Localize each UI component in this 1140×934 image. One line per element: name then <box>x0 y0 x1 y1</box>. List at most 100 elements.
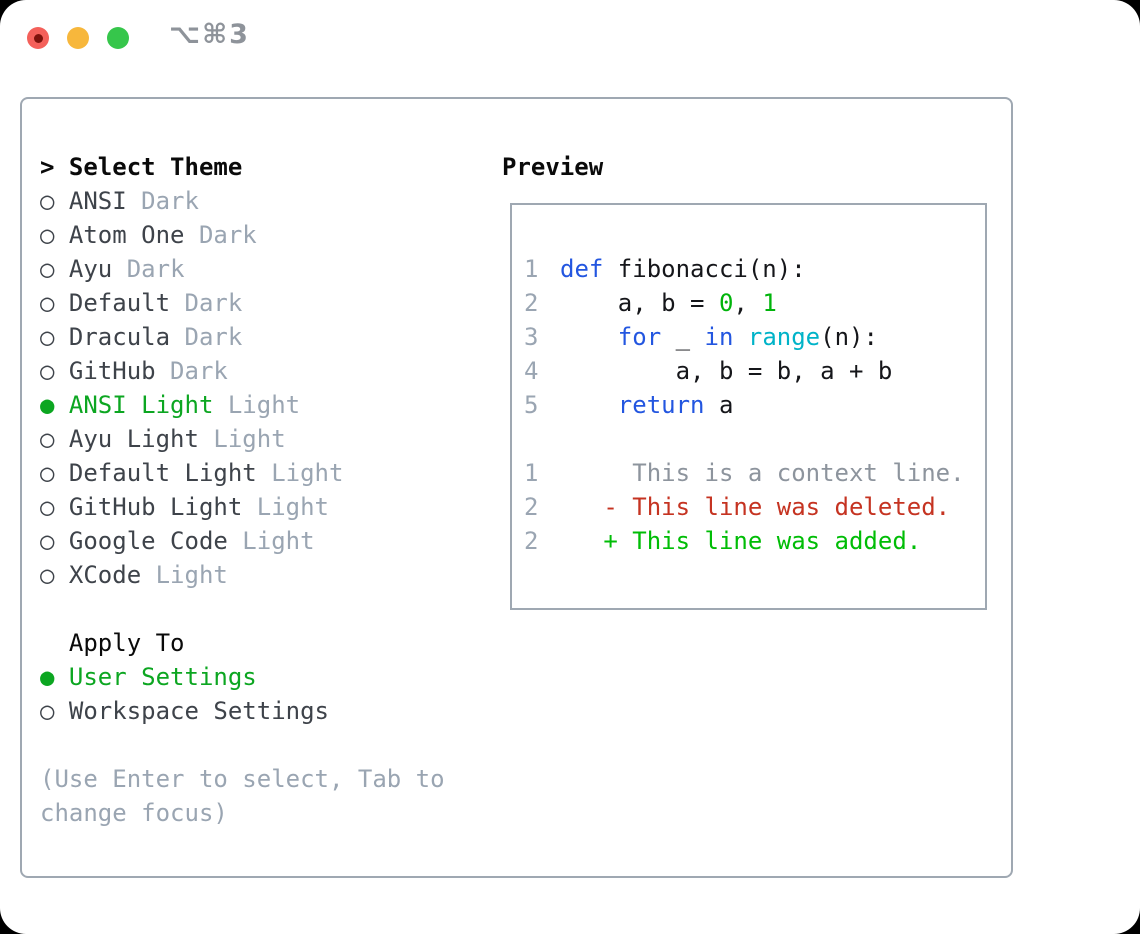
radio-unselected-icon: ○ <box>40 493 69 521</box>
close-button[interactable] <box>27 27 49 49</box>
theme-name: Default Light <box>68 459 257 487</box>
theme-name: XCode <box>68 561 142 589</box>
zoom-button[interactable] <box>107 27 129 49</box>
line-number: 2 <box>524 289 539 317</box>
theme-name: GitHub <box>68 357 156 385</box>
code-line: 5 return a <box>524 388 985 422</box>
keyboard-hint: (Use Enter to select, Tab to change focu… <box>40 765 445 827</box>
spacer <box>40 728 484 762</box>
record-dot-icon <box>33 33 43 43</box>
theme-variant: Dark <box>170 323 243 351</box>
line-number: 1 <box>524 459 539 487</box>
apply-to-indent <box>40 629 69 657</box>
radio-unselected-icon: ○ <box>40 221 69 249</box>
radio-selected-icon: ● <box>40 391 69 419</box>
theme-variant: Light <box>141 561 228 589</box>
code-segment-plain: a, b = <box>560 289 719 317</box>
theme-option-dracula-dark[interactable]: ○ Dracula Dark <box>40 320 484 354</box>
apply-option-user-settings[interactable]: ● User Settings <box>40 660 484 694</box>
radio-unselected-icon: ○ <box>40 187 69 215</box>
theme-variant: Dark <box>112 255 185 283</box>
theme-option-github-dark[interactable]: ○ GitHub Dark <box>40 354 484 388</box>
theme-name: ANSI Light <box>68 391 214 419</box>
selection-cursor-icon: > <box>40 153 69 181</box>
theme-selector-panel: > Select Theme ○ ANSI Dark○ Atom One Dar… <box>20 97 1013 878</box>
code-line: 1 This is a context line. <box>524 456 985 490</box>
theme-list-column: > Select Theme ○ ANSI Dark○ Atom One Dar… <box>40 150 484 830</box>
apply-to-label: Apply To <box>68 629 185 657</box>
code-segment-plain <box>560 323 618 351</box>
radio-selected-icon: ● <box>40 663 69 691</box>
theme-name: GitHub Light <box>68 493 243 521</box>
apply-to-header: Apply To <box>40 626 484 660</box>
theme-option-ansi-dark[interactable]: ○ ANSI Dark <box>40 184 484 218</box>
code-segment-plain: , <box>733 289 763 317</box>
code-segment-plain: _ <box>661 323 705 351</box>
radio-unselected-icon: ○ <box>40 425 69 453</box>
apply-option-workspace-settings[interactable]: ○ Workspace Settings <box>40 694 484 728</box>
theme-variant: Light <box>227 527 315 555</box>
theme-option-default-light-light[interactable]: ○ Default Light Light <box>40 456 484 490</box>
blank-line <box>524 422 985 456</box>
line-number: 3 <box>524 323 539 351</box>
theme-variant: Dark <box>126 187 199 215</box>
theme-option-ayu-dark[interactable]: ○ Ayu Dark <box>40 252 484 286</box>
theme-variant: Light <box>213 391 301 419</box>
theme-option-xcode-light[interactable]: ○ XCode Light <box>40 558 484 592</box>
theme-name: Ayu <box>68 255 113 283</box>
line-number: 2 <box>524 493 539 521</box>
code-segment-kw: def <box>560 255 604 283</box>
code-segment-plain <box>560 391 618 419</box>
line-number: 4 <box>524 357 539 385</box>
code-line: 1 def fibonacci(n): <box>524 252 985 286</box>
preview-header: Preview <box>502 153 604 181</box>
radio-unselected-icon: ○ <box>40 289 69 317</box>
theme-name: Google Code <box>68 527 228 555</box>
apply-to-list: ● User Settings○ Workspace Settings <box>40 660 484 728</box>
theme-option-ayu-light-light[interactable]: ○ Ayu Light Light <box>40 422 484 456</box>
theme-name: Dracula <box>68 323 171 351</box>
radio-unselected-icon: ○ <box>40 561 69 589</box>
apply-option-label: User Settings <box>68 663 257 691</box>
code-line: 3 for _ in range(n): <box>524 320 985 354</box>
apply-option-label: Workspace Settings <box>68 697 329 725</box>
theme-name: Default <box>68 289 171 317</box>
code-line: 4 a, b = b, a + b <box>524 354 985 388</box>
minimize-button[interactable] <box>67 27 89 49</box>
theme-variant: Dark <box>155 357 228 385</box>
code-line: 2 a, b = 0, 1 <box>524 286 985 320</box>
titlebar <box>27 26 147 50</box>
radio-unselected-icon: ○ <box>40 255 69 283</box>
theme-option-google-code-light[interactable]: ○ Google Code Light <box>40 524 484 558</box>
theme-option-ansi-light-light[interactable]: ● ANSI Light Light <box>40 388 484 422</box>
code-segment-context: This is a context line. <box>560 459 965 487</box>
radio-unselected-icon: ○ <box>40 697 69 725</box>
code-segment-plain: fibonacci(n): <box>603 255 806 283</box>
line-number: 2 <box>524 527 539 555</box>
theme-variant: Dark <box>170 289 243 317</box>
code-segment-plain: (n): <box>820 323 878 351</box>
line-number: 1 <box>524 255 539 283</box>
code-segment-kw: for <box>617 323 662 351</box>
theme-variant: Light <box>198 425 286 453</box>
radio-unselected-icon: ○ <box>40 459 69 487</box>
radio-unselected-icon: ○ <box>40 357 69 385</box>
theme-list: ○ ANSI Dark○ Atom One Dark○ Ayu Dark○ De… <box>40 184 484 592</box>
theme-option-github-light-light[interactable]: ○ GitHub Light Light <box>40 490 484 524</box>
code-segment-plain: a <box>704 391 734 419</box>
theme-option-default-dark[interactable]: ○ Default Dark <box>40 286 484 320</box>
theme-name: Atom One <box>68 221 185 249</box>
spacer <box>40 592 484 626</box>
code-segment-builtin: range <box>747 323 821 351</box>
theme-variant: Dark <box>184 221 257 249</box>
code-segment-plain: a, b = b, a + b <box>560 357 893 385</box>
theme-name: ANSI <box>68 187 127 215</box>
select-theme-header-label: Select Theme <box>68 153 243 181</box>
theme-option-atom-one-dark[interactable]: ○ Atom One Dark <box>40 218 484 252</box>
theme-variant: Light <box>242 493 329 521</box>
theme-name: Ayu Light <box>68 425 199 453</box>
line-number: 5 <box>524 391 539 419</box>
